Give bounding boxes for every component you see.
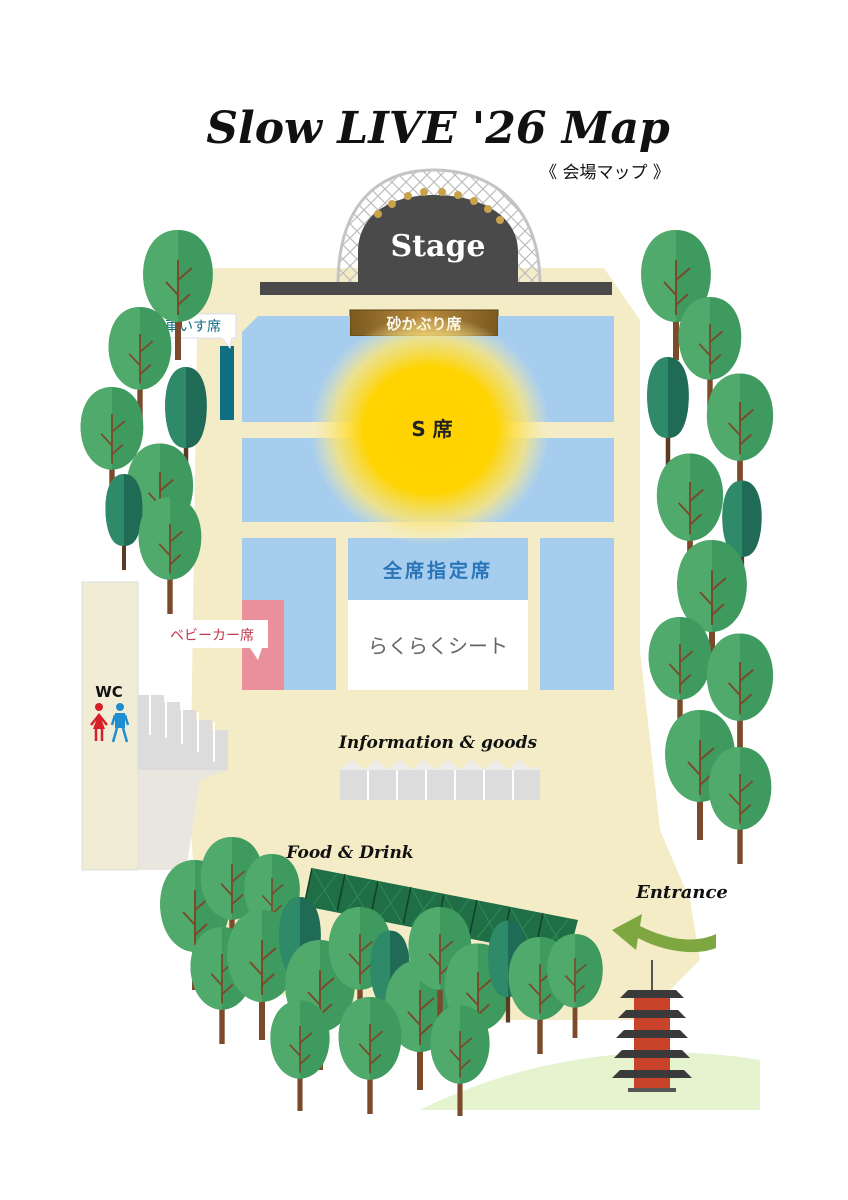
map-title: Slow LIVE '26 Map — [206, 103, 670, 154]
wheelchair-seat-block — [220, 346, 234, 420]
reserved-seat-label: 全席指定席 — [382, 559, 493, 582]
stroller-callout: ベビーカー席 — [156, 620, 268, 660]
trees-right — [640, 229, 775, 865]
s-seat-label: S 席 — [411, 417, 452, 441]
info-goods-booths — [340, 760, 540, 800]
food-drink-label: Food & Drink — [285, 843, 413, 863]
trees-left — [79, 229, 214, 615]
s-seat-area — [310, 315, 550, 545]
seat-block-right — [540, 538, 614, 690]
entrance-label: Entrance — [635, 882, 728, 903]
info-goods-label: Information & goods — [338, 733, 538, 753]
map-subtitle: 《 会場マップ 》 — [540, 163, 670, 183]
stairs — [138, 695, 228, 870]
stroller-label: ベビーカー席 — [170, 628, 254, 644]
stage-label: Stage — [390, 229, 485, 264]
stage: Stage — [260, 168, 612, 295]
wc-female-icon — [90, 703, 108, 741]
easy-seat-label: らくらくシート — [368, 634, 508, 658]
wc-male-icon — [110, 703, 130, 743]
hill — [420, 1052, 760, 1110]
easy-seat-block — [348, 600, 528, 690]
wc-building — [81, 581, 139, 871]
wc-label: WC — [95, 683, 123, 701]
reserved-seat-block — [348, 538, 528, 600]
pagoda-icon — [612, 960, 692, 1092]
entrance-arrow-icon — [612, 914, 716, 953]
